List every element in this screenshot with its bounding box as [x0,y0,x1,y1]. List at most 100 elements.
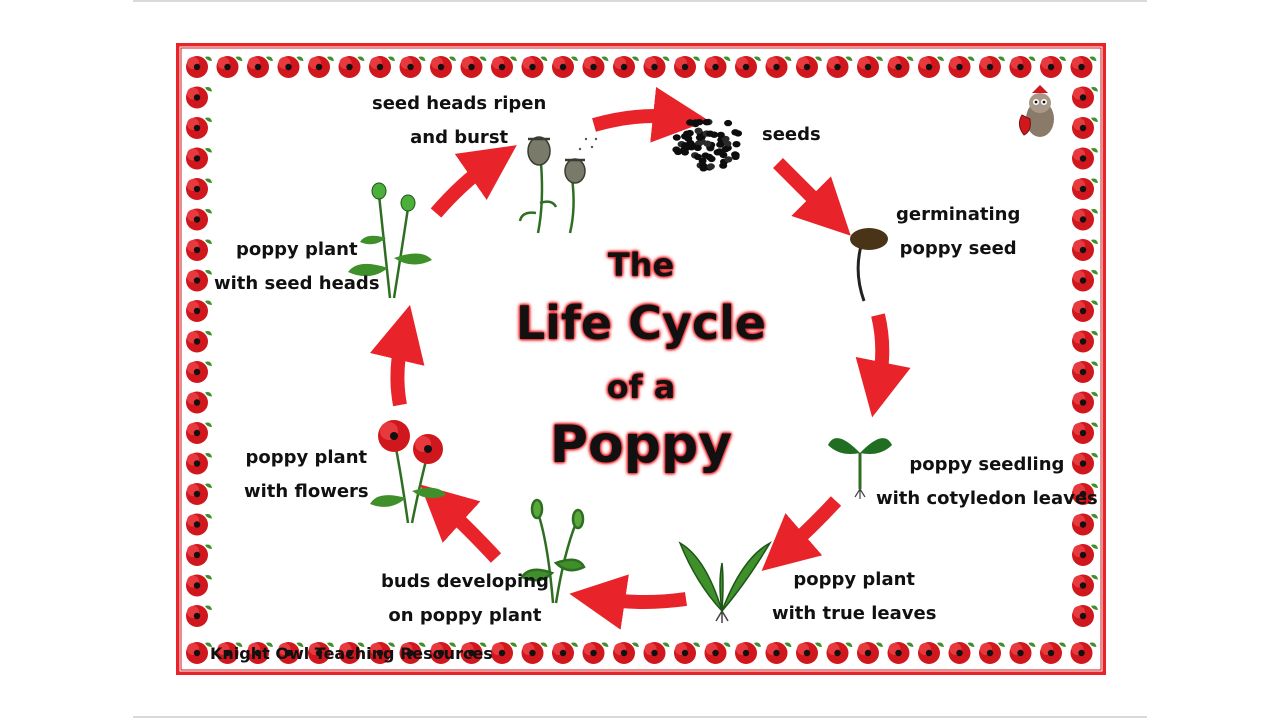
border-poppy-icon [1072,544,1098,566]
poppy-flower-border-icon [186,56,1098,664]
border-poppy-icon [277,56,304,78]
border-poppy-icon [552,642,578,664]
border-poppy-icon [674,642,700,664]
border-poppy-icon [186,269,212,292]
seed-dot [695,134,704,141]
border-poppy-icon [460,56,487,78]
border-poppy-icon [1072,391,1098,414]
seed-dot [721,145,730,153]
seed-dot [705,153,714,161]
seed-dot [702,119,711,126]
border-poppy-icon [552,56,578,78]
seed-dot [672,134,681,141]
border-poppy-icon [338,56,365,78]
border-poppy-icon [247,56,273,78]
border-poppy-icon [1009,56,1036,78]
border-poppy-icon [521,642,548,664]
border-poppy-icon [735,56,761,78]
seeds-icon [672,118,743,172]
arrow-seeds-to-germinating [773,158,851,236]
border-poppy-icon [186,208,212,231]
true-leaves-plant-icon [678,541,773,623]
label-buds: buds developing on poppy plant [381,571,549,626]
border-poppy-icon [186,574,212,597]
border-poppy-icon [1072,361,1098,383]
seed-dot [693,153,702,161]
life-cycle-poster: The Life Cycle of a Poppy seeds germinat… [176,43,1106,675]
border-poppy-icon [186,178,212,200]
border-poppy-icon [643,642,670,664]
border-poppy-icon [186,86,212,109]
border-poppy-icon [186,300,212,322]
arrow-flowers-to-seed-heads [369,304,425,407]
border-poppy-icon [1072,513,1098,536]
border-poppy-icon [826,56,853,78]
seed-dot [706,163,715,170]
border-poppy-icon [613,56,639,78]
credit-text: Knight Owl Teaching Resources [210,644,493,663]
border-poppy-icon [765,642,792,664]
seed-dot [693,144,702,152]
seed-dot [724,119,733,127]
border-poppy-icon [186,330,212,353]
border-poppy-icon [1070,56,1097,78]
border-poppy-icon [491,642,517,664]
border-poppy-icon [308,56,334,78]
border-poppy-icon [765,56,792,78]
title-line-poppy: Poppy [549,415,733,475]
seed-dot [698,157,707,165]
border-poppy-icon [948,56,975,78]
label-flowers: poppy plant with flowers [244,447,369,502]
title-line-life-cycle: Life Cycle [515,296,767,350]
border-poppy-icon [857,642,883,664]
border-poppy-icon [186,513,212,536]
seed-dot [694,127,703,134]
label-seedling: poppy seedling with cotyledon leaves [876,454,1098,509]
border-poppy-icon [796,642,822,664]
border-poppy-icon [1070,642,1097,664]
border-poppy-icon [521,56,548,78]
border-poppy-icon [1072,239,1098,261]
border-poppy-icon [918,642,944,664]
seed-dot [703,140,712,147]
border-poppy-icon [491,56,517,78]
cycle-arrows [369,86,911,630]
border-poppy-icon [674,56,700,78]
seed-dot [681,142,690,149]
border-poppy-icon [1072,178,1098,200]
border-poppy-icon [216,56,243,78]
label-germinating: germinating poppy seed [896,204,1021,259]
border-poppy-icon [369,56,395,78]
buds-plant-icon [520,498,586,604]
seed-dot [732,141,741,148]
seed-dot [706,130,715,137]
border-poppy-icon [582,642,609,664]
border-poppy-icon [704,642,731,664]
border-poppy-icon [186,147,212,170]
border-poppy-icon [643,56,670,78]
border-poppy-icon [1072,574,1098,597]
border-poppy-icon [186,117,212,139]
seed-heads-plant-icon [348,182,432,299]
bottom-rule [133,716,1147,718]
title-line-the: The [607,246,675,284]
border-poppy-icon [1072,208,1098,231]
border-poppy-icon [186,239,212,261]
arrow-true-leaves-to-buds [569,574,687,630]
arrow-buds-to-flowers [420,484,502,563]
border-poppy-icon [1040,56,1066,78]
border-poppy-icon [186,391,212,414]
seed-dot [699,165,708,172]
arrow-germinating-to-seedling [855,313,911,418]
border-poppy-icon [186,56,212,78]
seed-dot [695,118,704,126]
border-poppy-icon [186,483,212,505]
seed-dot [731,153,740,160]
arrow-seed-heads-to-ripen [430,145,517,218]
border-poppy-icon [704,56,731,78]
title-line-of-a: of a [606,368,676,406]
label-seeds: seeds [762,124,821,145]
border-poppy-icon [186,642,212,664]
seed-dot [731,129,740,136]
seedling-icon [828,438,892,499]
